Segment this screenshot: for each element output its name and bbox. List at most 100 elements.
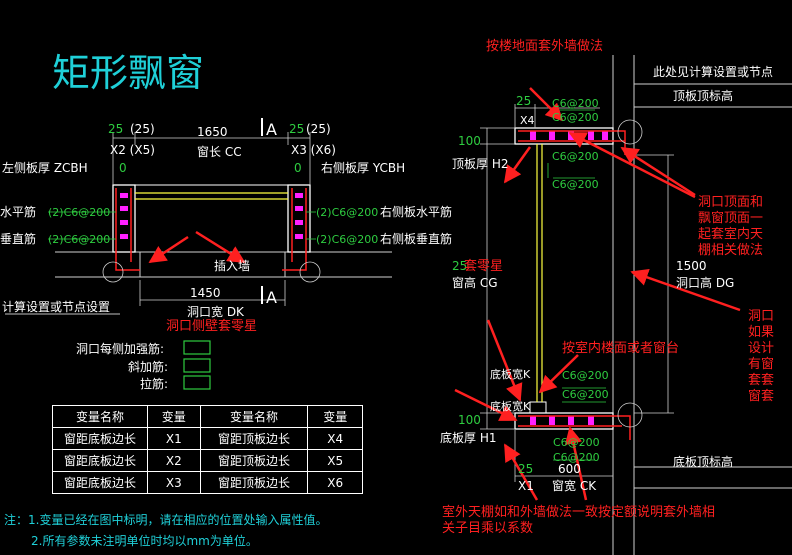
dim-25-left: 25 xyxy=(108,122,123,136)
table-cell: 窗距顶板边长 xyxy=(199,449,309,472)
left-slab-label: 左侧板厚 ZCBH xyxy=(2,160,88,175)
x2-label: X2 (X5) xyxy=(110,143,155,157)
red-if-window-2: 如果 xyxy=(748,324,774,340)
dim-1500: 1500 xyxy=(676,259,707,273)
dim-600: 600 xyxy=(558,462,581,476)
calc-note: 此处见计算设置或节点 xyxy=(653,64,773,79)
table-header-row: 变量名称 变量 变量名称 变量 xyxy=(51,405,363,428)
red-if-window-1: 洞口 xyxy=(748,309,774,324)
table-cell: 窗距底板边长 xyxy=(51,471,149,494)
red-opening-top-2: 飘窗顶面一 xyxy=(698,210,763,226)
bottom-plate-elev: 底板顶标高 xyxy=(673,454,733,469)
red-zero-label: 套零星 xyxy=(464,258,503,274)
note-line-2: 2.所有参数未注明单位时均以mm为单位。 xyxy=(31,533,258,548)
variable-table: 变量名称 变量 变量名称 变量 窗距底板边长 X1 窗距顶板边长 X4 窗距底板… xyxy=(51,405,363,494)
rebar-spec-6: C6@200 xyxy=(562,388,609,401)
rebar-spec-2: C6@200 xyxy=(552,111,599,124)
table-cell: X2 xyxy=(147,449,201,472)
dim-25-bottom: 25 xyxy=(518,462,533,476)
red-if-window-3: 设计 xyxy=(748,341,774,356)
red-opening-top-4: 棚相关做法 xyxy=(698,243,763,258)
dim-25-window: 25 xyxy=(452,259,467,273)
opening-width-label: 洞口宽 DK xyxy=(187,304,245,319)
rebar-spec-5: C6@200 xyxy=(562,369,609,382)
diagonal-input[interactable] xyxy=(183,358,211,373)
top-thickness-label: 顶板厚 H2 xyxy=(452,157,508,171)
window-width-label: 窗宽 CK xyxy=(552,478,597,493)
bottom-thickness-label: 底板厚 H1 xyxy=(440,430,496,445)
table-cell: X4 xyxy=(307,427,363,450)
right-v-bar-label: 右侧板垂直筋 xyxy=(380,231,452,246)
left-v-bar-label: 垂直筋 xyxy=(0,231,36,246)
right-v-bar-spec: (2)C6@200 xyxy=(316,233,378,246)
dim-1650: 1650 xyxy=(197,125,228,139)
red-bottom-2: 关子目乘以系数 xyxy=(442,521,533,536)
red-opening-top-3: 起套室内天 xyxy=(698,226,763,242)
zero-left: 0 xyxy=(119,161,127,175)
red-if-window-6: 窗套 xyxy=(748,388,774,404)
red-opening-top-1: 洞口顶面和 xyxy=(698,195,763,210)
plan-view xyxy=(5,118,392,315)
table-cell: 窗距底板边长 xyxy=(51,449,149,472)
plate-label: 底板宽K xyxy=(490,399,531,413)
insert-wall-label: 插入墙 xyxy=(214,259,250,273)
x3-label: X3 (X6) xyxy=(291,143,336,157)
rebar-spec-4: C6@200 xyxy=(552,178,599,191)
red-top-note: 按楼地面套外墙做法 xyxy=(486,38,603,54)
dim-25-top: 25 xyxy=(516,94,531,108)
table-cell: X1 xyxy=(147,427,201,450)
window-height-label: 窗高 CG xyxy=(452,275,498,290)
red-opening-side: 洞口侧壁套零星 xyxy=(166,318,257,334)
diagram-title: 矩形飘窗 xyxy=(52,51,204,95)
each-side-label: 洞口每侧加强筋: xyxy=(76,341,164,356)
table-header: 变量名称 xyxy=(199,405,309,428)
table-cell: X3 xyxy=(147,471,201,494)
table-header: 变量名称 xyxy=(51,405,149,428)
x4-label: X4 xyxy=(520,114,535,127)
window-length-label: 窗长 CC xyxy=(197,145,242,159)
diagonal-label: 斜加筋: xyxy=(128,359,168,374)
table-cell: 窗距顶板边长 xyxy=(199,427,309,450)
red-if-window-5: 套套 xyxy=(748,372,774,388)
left-h-bar-label: 水平筋 xyxy=(0,204,36,219)
table-cell: X5 xyxy=(307,449,363,472)
calc-settings-label: 计算设置或节点设置 xyxy=(2,299,110,314)
red-if-window-4: 有窗 xyxy=(748,356,774,372)
section-view xyxy=(454,55,792,555)
right-h-bar-label: 右侧板水平筋 xyxy=(380,204,452,219)
left-v-bar-spec: (2)C6@200 xyxy=(48,233,110,246)
top-plate-elev: 顶板顶标高 xyxy=(673,88,733,103)
right-slab-label: 右侧板厚 YCBH xyxy=(321,160,405,175)
dim-25-right: 25 xyxy=(289,122,304,136)
rebar-spec-1: C6@200 xyxy=(552,97,599,110)
section-a-top: A xyxy=(266,120,277,139)
table-header: 变量 xyxy=(307,405,363,428)
rebar-spec-3: C6@200 xyxy=(552,150,599,163)
dim-25-right-paren: (25) xyxy=(306,122,331,136)
table-row: 窗距底板边长 X2 窗距顶板边长 X5 xyxy=(51,449,363,472)
table-cell: 窗距底板边长 xyxy=(51,427,149,450)
rebar-spec-7: C6@200 xyxy=(553,436,600,449)
table-cell: X6 xyxy=(307,471,363,494)
table-row: 窗距底板边长 X1 窗距顶板边长 X4 xyxy=(51,427,363,450)
right-h-bar-spec: (2)C6@200 xyxy=(316,206,378,219)
table-row: 窗距底板边长 X3 窗距顶板边长 X6 xyxy=(51,471,363,494)
dim-1450: 1450 xyxy=(190,286,221,300)
dim-100-bottom: 100 xyxy=(458,413,481,427)
table-cell: 窗距顶板边长 xyxy=(199,471,309,494)
table-header: 变量 xyxy=(147,405,201,428)
left-h-bar-spec: (2)C6@200 xyxy=(48,206,110,219)
each-side-input[interactable] xyxy=(183,340,211,355)
sill-width-label: 底板宽K xyxy=(490,367,531,381)
opening-height-label: 洞口高 DG xyxy=(676,275,734,290)
zero-right: 0 xyxy=(294,161,302,175)
x1-label: X1 xyxy=(518,479,534,493)
dim-25-left-paren: (25) xyxy=(130,122,155,136)
tie-input[interactable] xyxy=(183,375,211,390)
tie-label: 拉筋: xyxy=(140,376,168,391)
red-bottom-1: 室外天棚如和外墙做法一致按定额说明套外墙相 xyxy=(442,504,715,520)
dim-100-top: 100 xyxy=(458,134,481,148)
note-line-1: 注：1.变量已经在图中标明，请在相应的位置处输入属性值。 xyxy=(4,512,327,527)
section-a-bottom: A xyxy=(266,288,277,307)
